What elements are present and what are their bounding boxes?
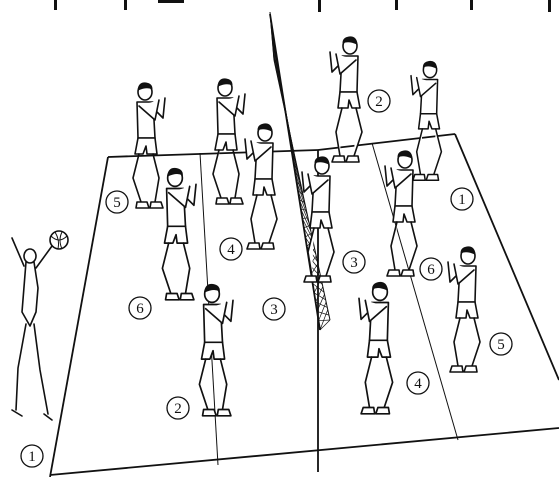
left-player-6: [162, 168, 196, 299]
court-near-line: [50, 428, 559, 475]
right-position-1-label: 1: [458, 192, 466, 208]
right-player-1: [411, 61, 441, 180]
right-player-2: [330, 37, 362, 162]
right-player-5: [448, 247, 480, 372]
left-player-5: [133, 83, 165, 208]
left-position-6-marker: 6: [129, 297, 151, 319]
server-player: [12, 238, 52, 420]
left-position-6-label: 6: [136, 301, 144, 317]
right-position-6-marker: 6: [420, 258, 442, 280]
left-position-4-label: 4: [227, 242, 235, 258]
right-position-3-marker: 3: [343, 251, 365, 273]
left-player-2: [199, 284, 233, 415]
court-left-sideline: [50, 157, 108, 477]
left-player-3: [245, 124, 277, 249]
right-position-2-label: 2: [375, 94, 383, 110]
left-position-5-label: 5: [113, 195, 121, 211]
left-position-1-label: 1: [28, 449, 36, 465]
volleyball: [50, 231, 68, 249]
left-position-4-marker: 4: [220, 238, 242, 260]
left-position-3-label: 3: [270, 302, 278, 318]
right-player-4: [359, 282, 393, 413]
right-position-6-label: 6: [427, 262, 435, 278]
right-position-4-label: 4: [414, 376, 422, 392]
left-position-1-marker: 1: [21, 445, 43, 467]
right-position-5-marker: 5: [490, 333, 512, 355]
left-player-4: [213, 79, 245, 204]
left-position-3-marker: 3: [263, 298, 285, 320]
right-position-5-label: 5: [497, 337, 505, 353]
right-position-3-label: 3: [350, 255, 358, 271]
right-position-2-marker: 2: [368, 90, 390, 112]
left-position-2-marker: 2: [167, 397, 189, 419]
cropped-header-text: [54, 0, 551, 12]
right-position-4-marker: 4: [407, 372, 429, 394]
left-position-5-marker: 5: [106, 191, 128, 213]
right-position-1-marker: 1: [451, 188, 473, 210]
right-player-6: [385, 151, 417, 276]
left-position-2-label: 2: [174, 401, 182, 417]
